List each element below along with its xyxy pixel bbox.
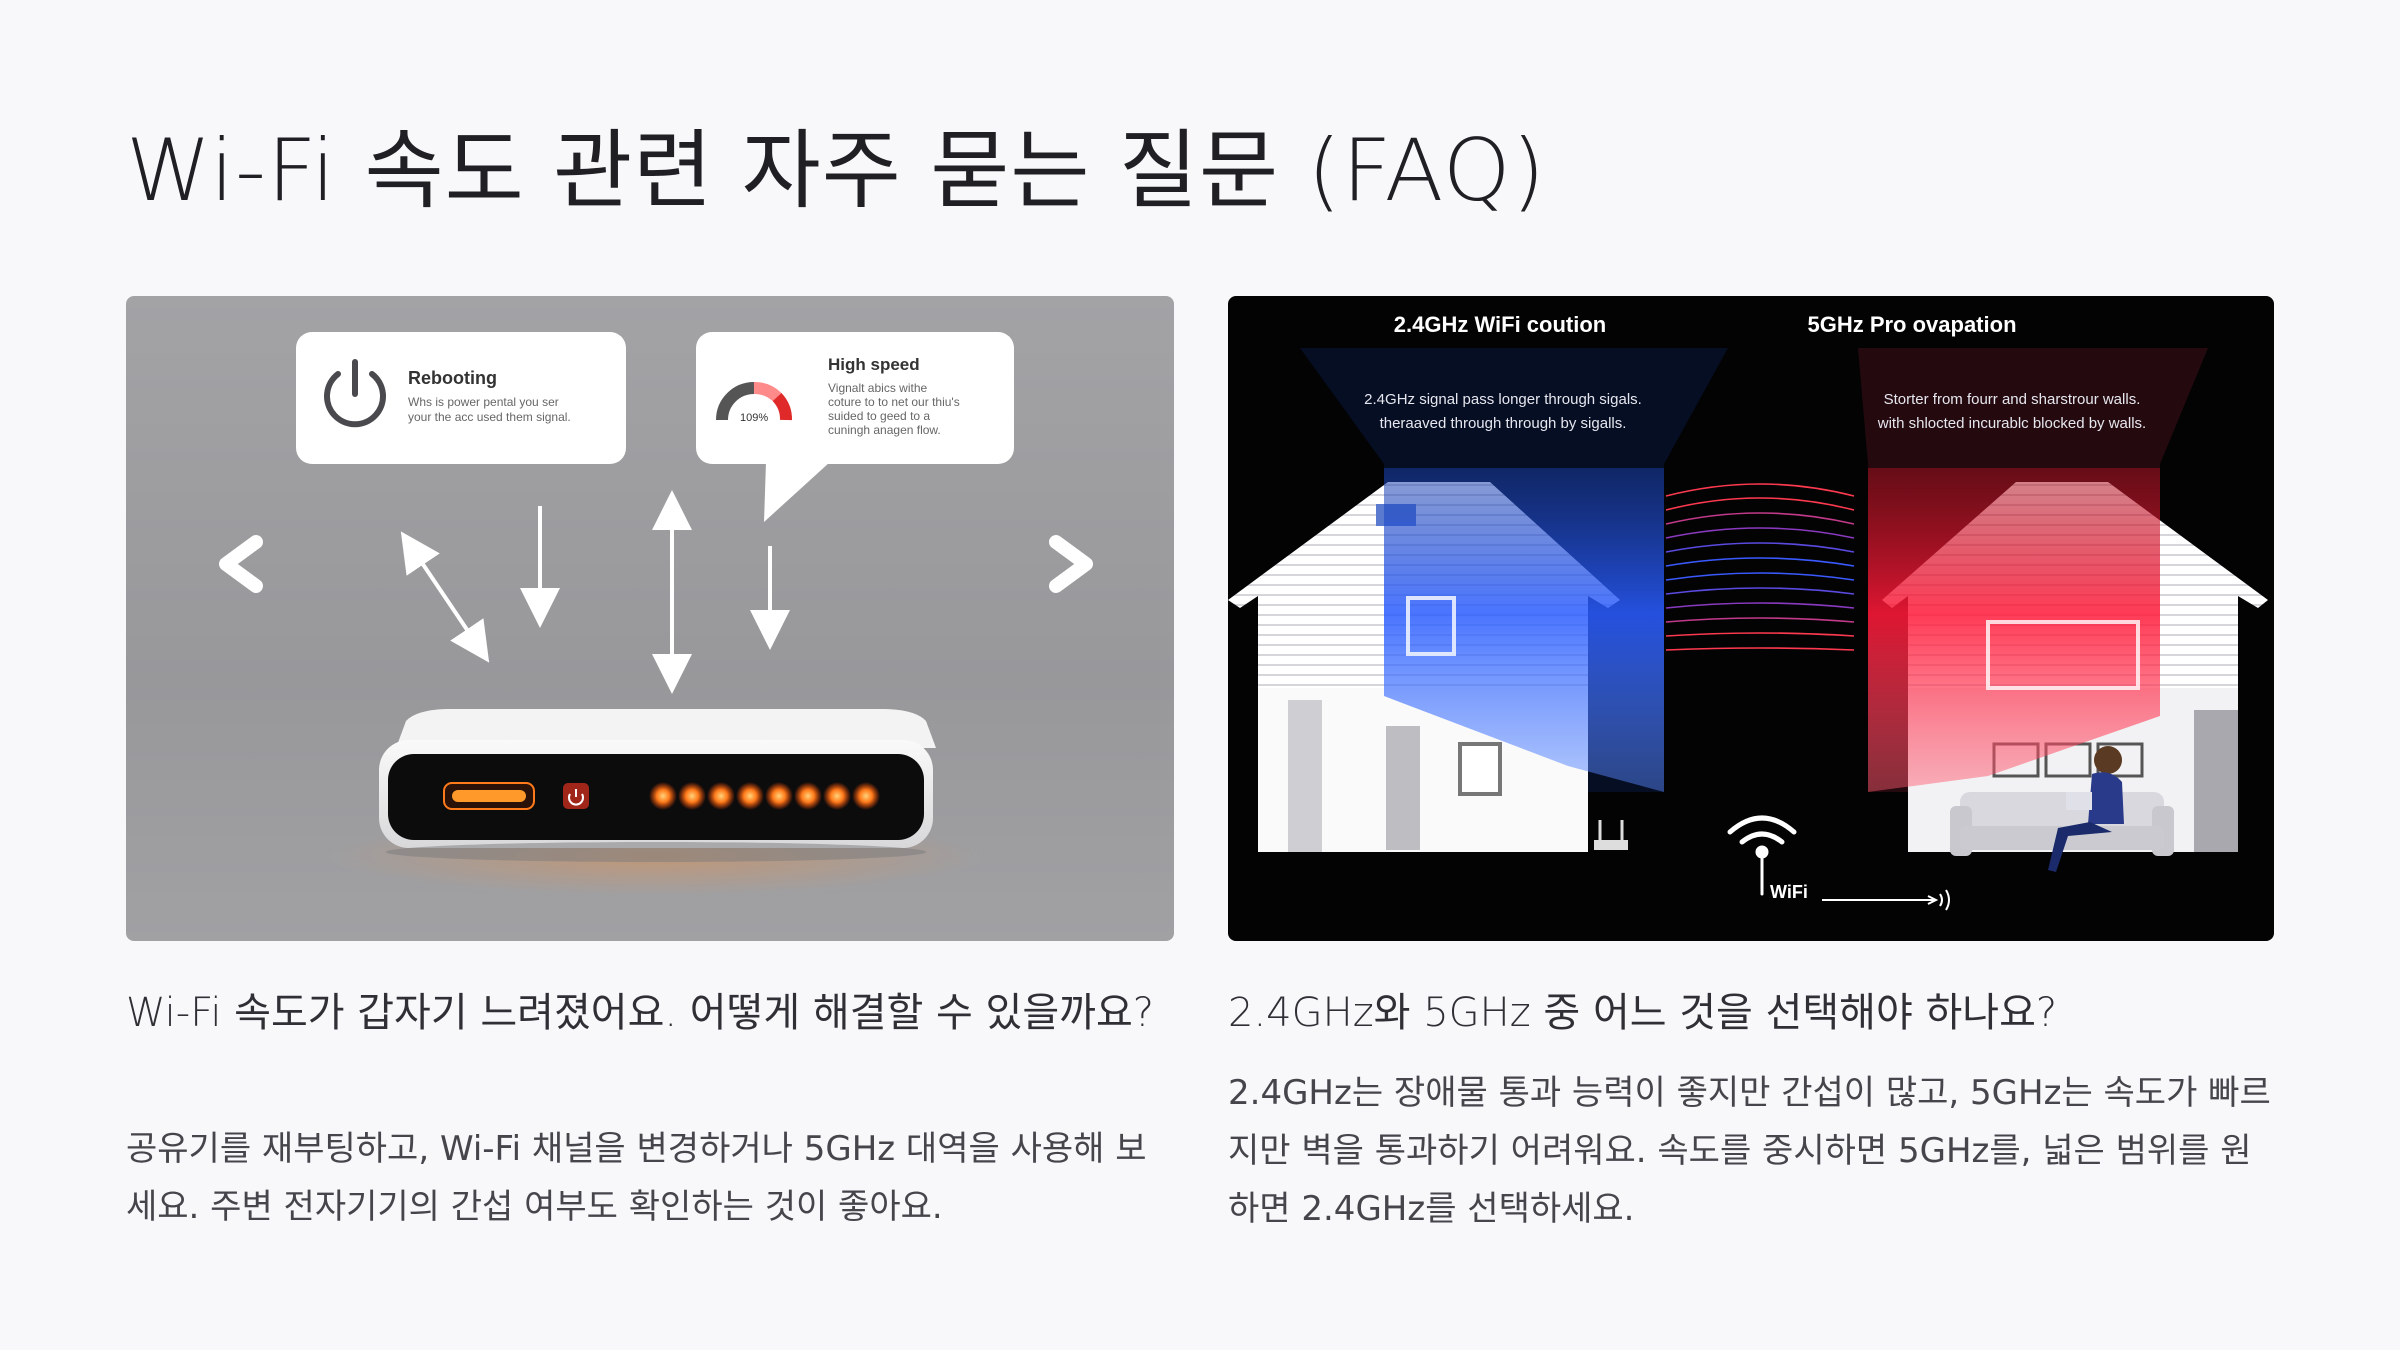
gauge-label: 109% (740, 412, 768, 424)
band-24-beam (1384, 468, 1664, 792)
rebooting-card: Rebooting Whs is power pental you ser yo… (296, 332, 626, 464)
house-router-icon (1594, 820, 1628, 850)
band-5-desc-1: Storter from fourr and sharstrour walls. (1884, 391, 2141, 408)
page-title: Wi-Fi 속도 관련 자주 묻는 질문 (FAQ) (126, 121, 1547, 221)
rebooting-title: Rebooting (408, 368, 497, 388)
next-arrow-icon[interactable] (1049, 535, 1093, 593)
power-icon (324, 359, 386, 428)
wifi-icon (1727, 815, 1797, 896)
high-speed-title: High speed (828, 355, 920, 374)
router-illustration: Rebooting Whs is power pental you ser yo… (126, 296, 1174, 941)
rebooting-line1: Whs is power pental you ser (408, 395, 559, 409)
high-speed-line3: suided to geed to a (828, 409, 930, 423)
prev-arrow-icon[interactable] (219, 535, 263, 593)
signal-direction-icon (1822, 889, 1950, 911)
high-speed-line4: cuningh anagen flow. (828, 423, 941, 437)
band-5-beam (1868, 468, 2160, 792)
router-status-led (443, 782, 535, 810)
high-speed-line2: coture to to net our thiu's (828, 395, 960, 409)
band-5-desc-2: with shlocted incurablc blocked by walls… (1877, 415, 2146, 432)
band-24-header: 2.4GHz WiFi coution (1394, 312, 1606, 337)
high-speed-card: 109% High speed Vignalt abics withe cotu… (696, 332, 1014, 522)
rebooting-line2: your the acc used them signal. (408, 410, 571, 424)
faq-answer-2: 2.4GHz는 장애물 통과 능력이 좋지만 간섭이 많고, 5GHz는 속도가… (1228, 1073, 2271, 1229)
band-5-header: 5GHz Pro ovapation (1807, 312, 2016, 337)
router-illustration-svg: Rebooting Whs is power pental you ser yo… (219, 332, 1093, 896)
band-comparison-illustration: 2.4GHz WiFi coution 5GHz Pro ovapation 2… (1228, 296, 2274, 941)
high-speed-line1: Vignalt abics withe (828, 381, 927, 395)
signal-waves (1665, 483, 1855, 651)
band-24-desc-1: 2.4GHz signal pass longer through sigals… (1364, 391, 1642, 408)
faq-question-1: Wi-Fi 속도가 갑자기 느려졌어요. 어떻게 해결할 수 있을까요? (126, 990, 1154, 1036)
router-led-row (649, 782, 880, 810)
faq-question-2: 2.4GHz와 5GHz 중 어느 것을 선택해야 하나요? (1228, 990, 2058, 1036)
wifi-label: WiFi (1770, 882, 1808, 902)
router-device (379, 709, 936, 862)
signal-arrows (400, 490, 790, 694)
person-on-sofa (1950, 746, 2174, 872)
band-24-desc-2: theraaved through through by sigalls. (1380, 415, 1627, 432)
router-power-button-icon (563, 783, 589, 809)
band-comparison-svg: 2.4GHz WiFi coution 5GHz Pro ovapation 2… (1228, 312, 2268, 911)
speed-gauge-icon (716, 382, 792, 421)
faq-answer-1: 공유기를 재부팅하고, Wi-Fi 채널을 변경하거나 5GHz 대역을 사용해… (126, 1129, 1147, 1227)
